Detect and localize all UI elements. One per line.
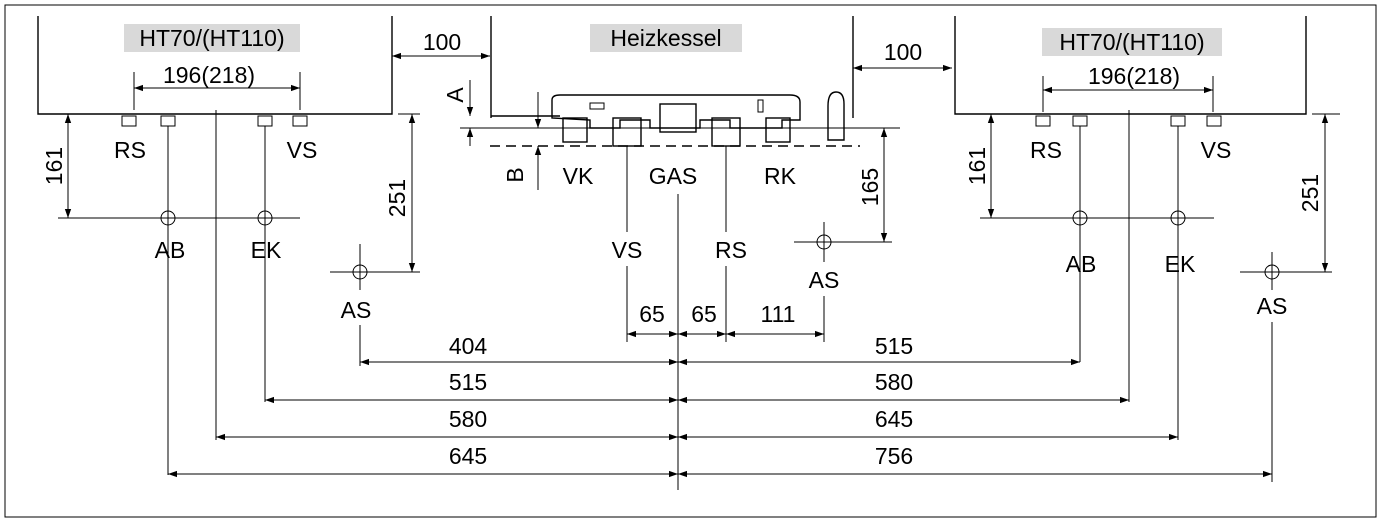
- row3-right-label: 645: [875, 406, 913, 432]
- manifold-slot: [589, 102, 605, 110]
- row2-left-label: 515: [449, 369, 487, 395]
- boiler-label: Heizkessel: [610, 25, 721, 51]
- manifold-body: [551, 94, 801, 129]
- rk-label: RK: [764, 163, 797, 189]
- row3-left-label: 580: [449, 406, 487, 432]
- rs-connector: [711, 117, 741, 147]
- dim-b-label: B: [502, 167, 528, 182]
- h165-label: 165: [857, 168, 883, 206]
- as-right-label: AS: [1257, 293, 1288, 319]
- right-unit-label-bg: [1042, 28, 1222, 56]
- bottom-dimensions: 404 515 515 580 580 645 645 756: [168, 333, 1272, 478]
- left-unit-label: HT70/(HT110): [139, 25, 284, 51]
- center-boiler: Heizkessel 100 A B VK GAS RK VS RS: [442, 16, 952, 490]
- siphon-pipe: [827, 91, 845, 141]
- left-unit: HT70/(HT110) 196(218) RS VS 161 AB EK 25…: [37, 16, 420, 475]
- ab-right-symbol: [1072, 210, 1088, 226]
- as-left-label: AS: [341, 297, 372, 323]
- vs-left-stub: [292, 115, 308, 127]
- rs-left-label: RS: [114, 137, 146, 163]
- ek-right-stub: [1170, 115, 1186, 127]
- as-right-symbol: [1264, 264, 1280, 280]
- row4-right-label: 756: [875, 443, 913, 469]
- vs-center-label: VS: [612, 237, 643, 263]
- row4-left-label: 645: [449, 443, 487, 469]
- rk-connector: [765, 117, 791, 143]
- vs-connector: [612, 117, 642, 147]
- gap-right-label: 100: [884, 39, 922, 65]
- as-left-symbol: [352, 264, 368, 280]
- ab-right-label: AB: [1066, 251, 1097, 277]
- right-unit: HT70/(HT110) 196(218) RS VS 161 AB EK 25…: [954, 16, 1340, 482]
- right-unit-label: HT70/(HT110): [1059, 29, 1204, 55]
- ek-left-label: EK: [251, 237, 282, 263]
- rs-right-stub: [1035, 115, 1051, 127]
- outer-border: [4, 4, 1377, 518]
- boiler-label-bg: [590, 24, 742, 52]
- spacing-right-label: 196(218): [1088, 63, 1180, 89]
- h251-left-label: 251: [384, 179, 410, 217]
- left-unit-label-bg: [124, 24, 300, 52]
- vk-label: VK: [563, 163, 594, 189]
- left-unit-outline: [37, 16, 393, 115]
- vk-connector: [562, 117, 588, 143]
- ab-left-symbol: [160, 210, 176, 226]
- ek-right-symbol: [1170, 210, 1186, 226]
- gas-connector: [659, 103, 697, 133]
- dim-a-label: A: [442, 87, 468, 103]
- vs-right-label: VS: [1201, 137, 1232, 163]
- rs-center-label: RS: [715, 237, 747, 263]
- spacing-left-label: 196(218): [163, 62, 255, 88]
- rs-right-label: RS: [1030, 137, 1062, 163]
- ek-left-symbol: [257, 210, 273, 226]
- h251-right-label: 251: [1297, 174, 1323, 212]
- gap-left-label: 100: [423, 29, 461, 55]
- d65-b-label: 65: [691, 301, 717, 327]
- h161-left-label: 161: [41, 147, 67, 185]
- h161-right-label: 161: [964, 147, 990, 185]
- as-center-label: AS: [809, 267, 840, 293]
- rs-left-stub: [121, 115, 137, 127]
- d65-a-label: 65: [639, 301, 665, 327]
- ab-left-stub: [160, 115, 176, 127]
- right-unit-outline: [954, 16, 1307, 115]
- ab-right-stub: [1072, 115, 1088, 127]
- ek-left-stub: [257, 115, 273, 127]
- d111-label: 111: [761, 301, 796, 327]
- ek-right-label: EK: [1165, 251, 1196, 277]
- row1-right-label: 515: [875, 333, 913, 359]
- as-center-symbol: [816, 234, 832, 250]
- gas-label: GAS: [649, 163, 698, 189]
- vs-right-stub: [1206, 115, 1222, 127]
- ab-left-label: AB: [155, 237, 186, 263]
- row1-left-label: 404: [449, 333, 488, 359]
- row2-right-label: 580: [875, 369, 913, 395]
- manifold-tab: [757, 99, 764, 113]
- vs-left-label: VS: [287, 137, 318, 163]
